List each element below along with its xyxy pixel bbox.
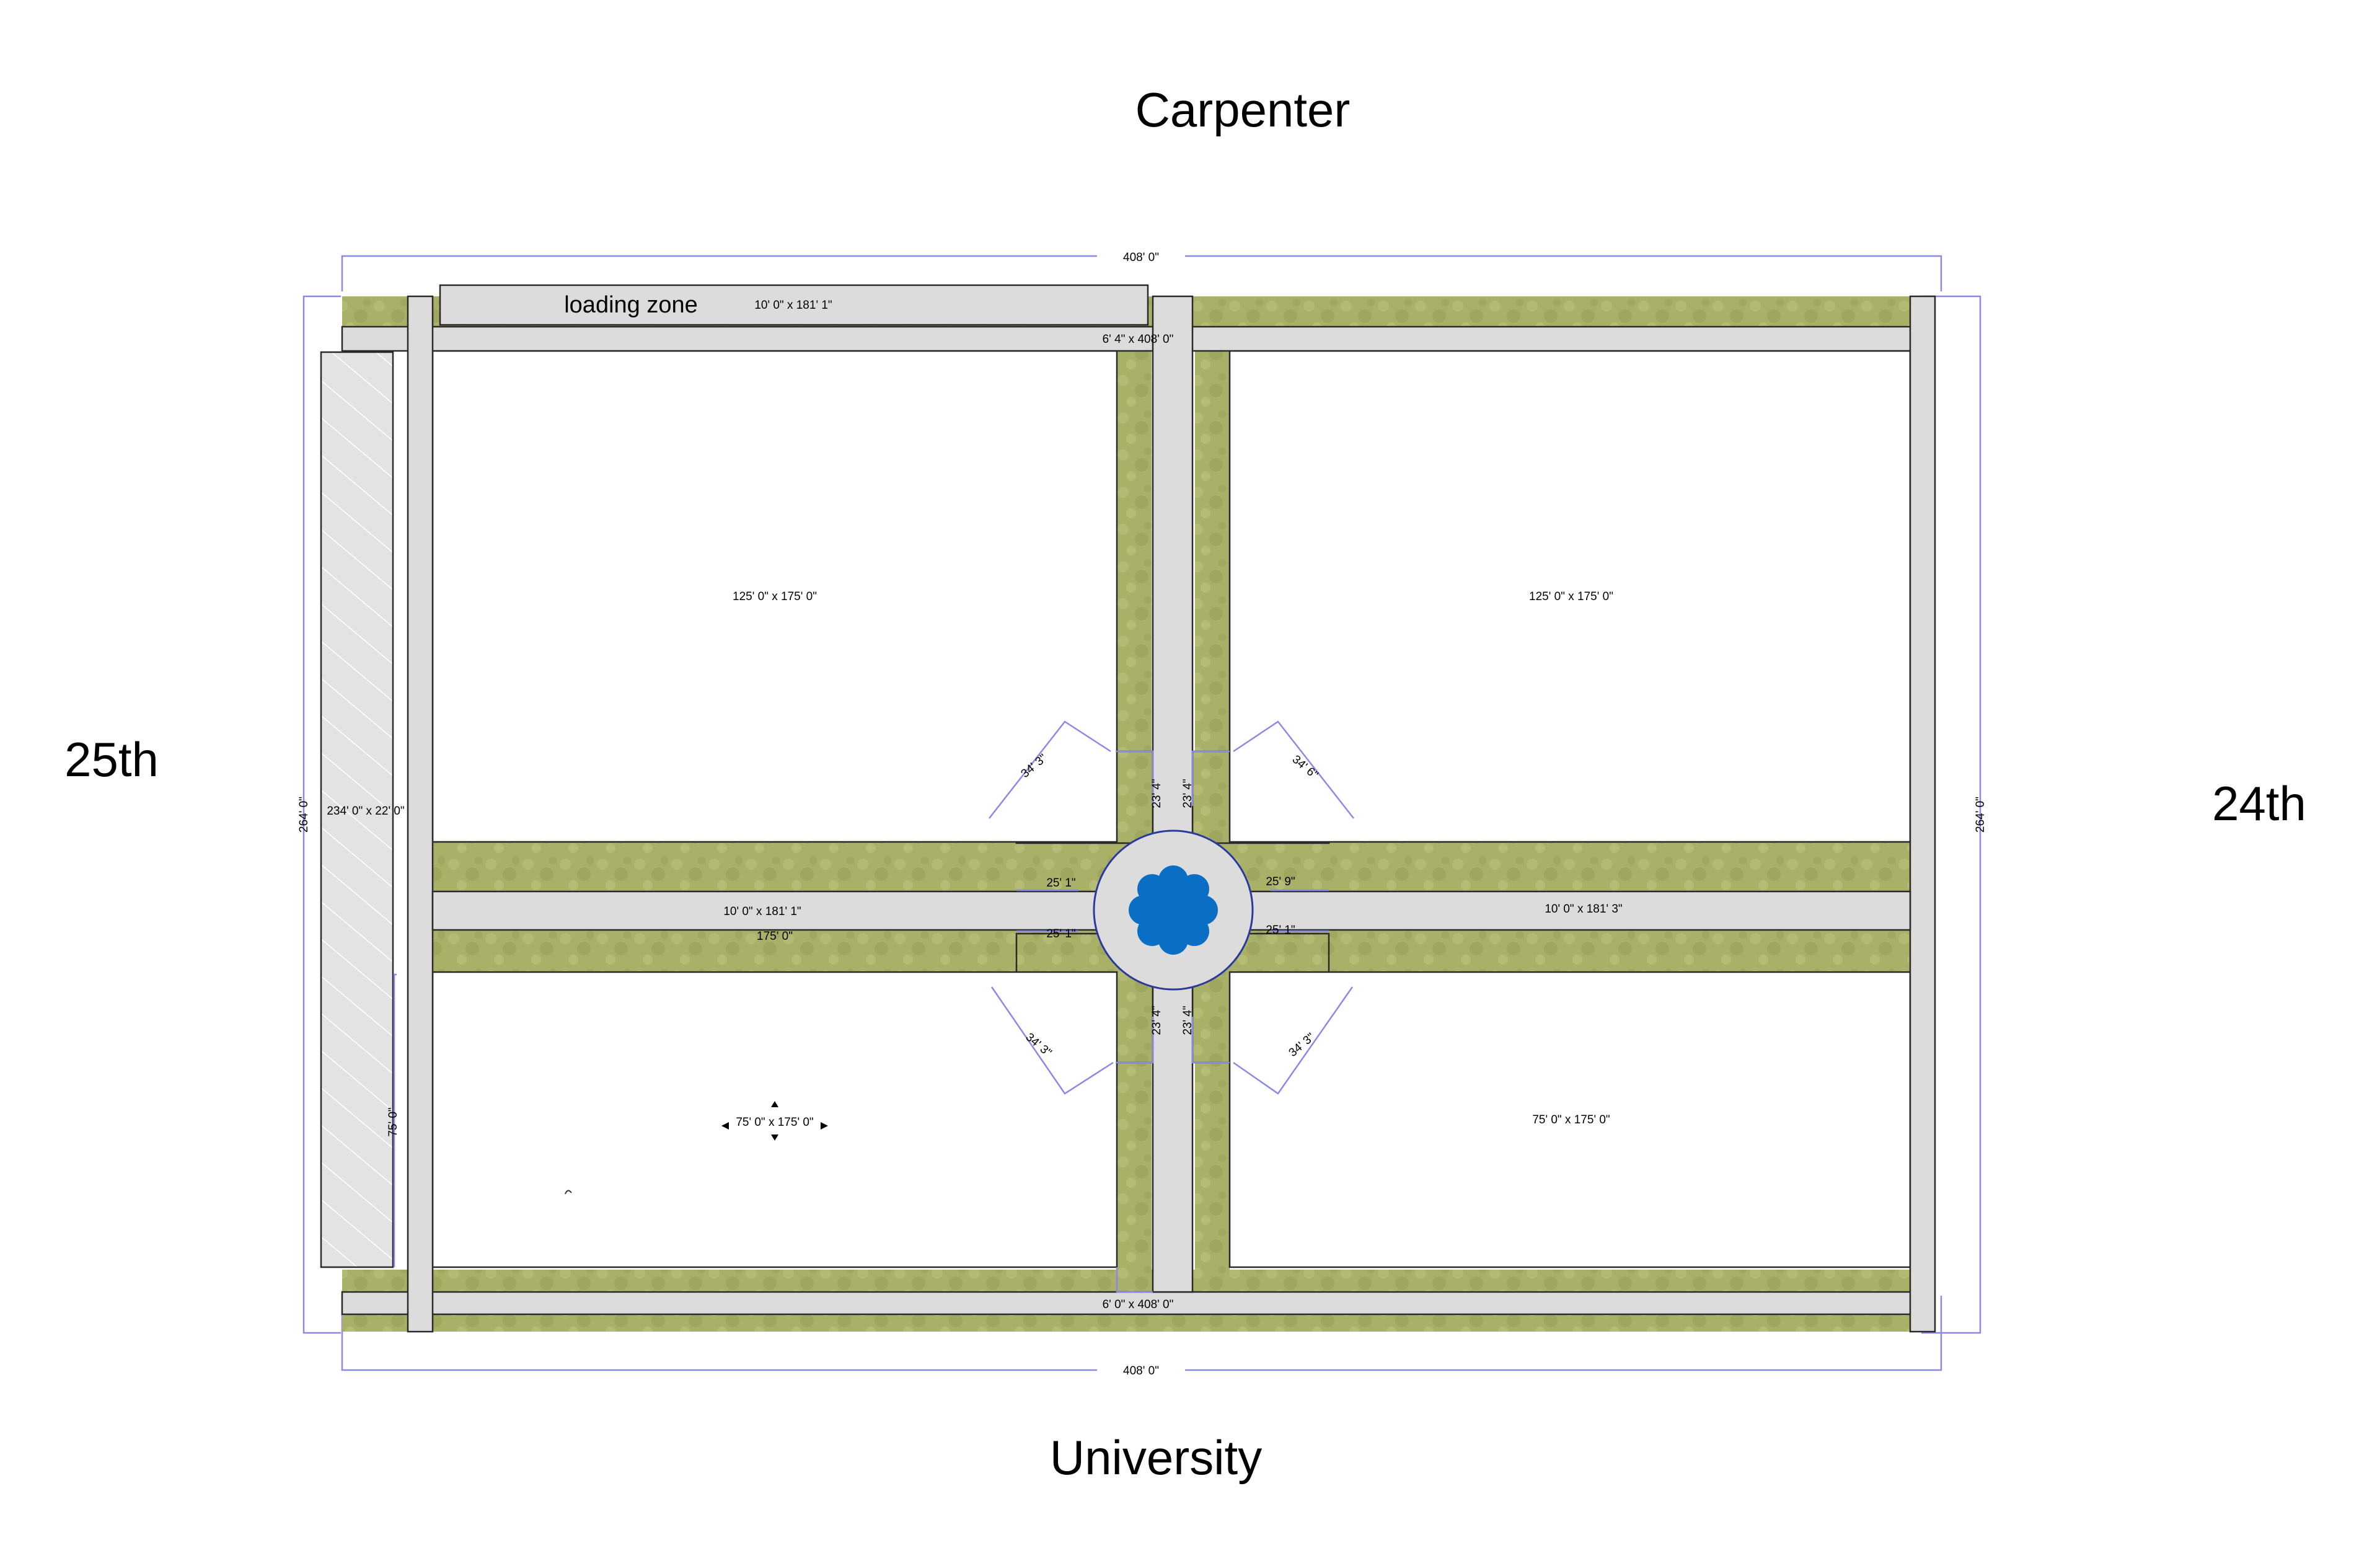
- top-walkway-dimension: 6' 4" x 408' 0": [1103, 333, 1174, 346]
- bottom-walkway-dimension: 6' 0" x 408' 0": [1103, 1298, 1174, 1311]
- street-label-north: Carpenter: [1135, 82, 1351, 137]
- plaza-south-offset-b: 23' 4": [1181, 1006, 1194, 1035]
- loading-zone-label: loading zone: [564, 292, 698, 318]
- southwest-lot-height: 75' 0": [387, 1107, 400, 1136]
- lot-southwest-dimension: 75' 0" x 175' 0": [736, 1116, 813, 1129]
- plaza-east-offset-a: 25' 9": [1266, 875, 1295, 888]
- fountain-icon: [1129, 865, 1218, 955]
- plaza-west-offset-a: 25' 1": [1046, 877, 1075, 890]
- street-label-south: University: [1050, 1430, 1262, 1485]
- plaza-dimension-lines: [989, 720, 1354, 1293]
- parking-strip[interactable]: [320, 351, 394, 1268]
- plaza-east-offset-b: 25' 1": [1266, 924, 1295, 937]
- loading-zone-dimension: 10' 0" x 181' 1": [754, 299, 832, 312]
- walkway-west-edge[interactable]: [407, 295, 434, 1333]
- overall-height-right-label: 264' 0": [1974, 797, 1987, 833]
- plaza-west-offset-b: 25' 1": [1046, 927, 1075, 940]
- loading-zone[interactable]: [439, 284, 1149, 326]
- lot-northwest[interactable]: [431, 350, 1118, 843]
- lot-southeast[interactable]: [1228, 971, 1911, 1268]
- plaza-south-offset-a: 23' 4": [1150, 1006, 1163, 1035]
- east-walkway-dimension: 10' 0" x 181' 3": [1545, 903, 1622, 916]
- lot-northeast-dimension: 125' 0" x 175' 0": [1529, 590, 1613, 603]
- move-arrows-icon[interactable]: [721, 1101, 828, 1141]
- overall-width-bottom-label: 408' 0": [1123, 1364, 1159, 1378]
- street-label-east: 24th: [2212, 776, 2306, 831]
- parking-dimension: 234' 0" x 22' 0": [327, 805, 404, 818]
- plaza-north-offset-a: 23' 4": [1150, 779, 1163, 808]
- grass-strip-east-upper: [1196, 842, 1910, 891]
- overall-height-left-label: 264' 0": [298, 797, 311, 833]
- walkway-east-edge[interactable]: [1909, 295, 1936, 1333]
- cursor-mark: [565, 1190, 572, 1195]
- street-label-west: 25th: [64, 732, 159, 787]
- west-walkway-dimension: 10' 0" x 181' 1": [723, 905, 801, 918]
- walkway-east[interactable]: [1195, 890, 1911, 931]
- walkway-top[interactable]: [341, 325, 1921, 352]
- west-walkway-length: 175' 0": [757, 930, 793, 943]
- lot-northwest-dimension: 125' 0" x 175' 0": [733, 590, 817, 603]
- lot-southeast-dimension: 75' 0" x 175' 0": [1532, 1113, 1610, 1126]
- overall-width-top-label: 408' 0": [1123, 251, 1159, 264]
- grass-strip-west-upper: [433, 842, 1145, 891]
- plaza-north-offset-b: 23' 4": [1181, 779, 1194, 808]
